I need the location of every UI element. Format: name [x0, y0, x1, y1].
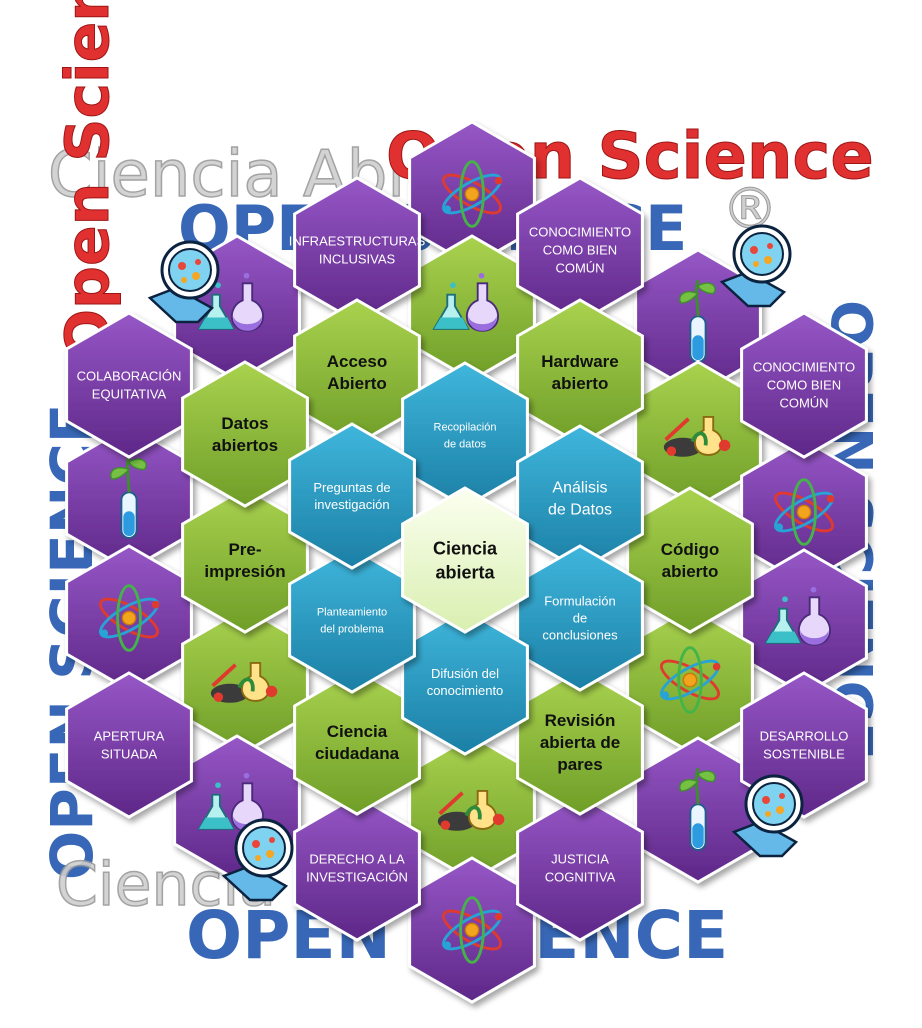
center-hex: [401, 486, 529, 634]
petri-dish-magnifier-icon: [147, 240, 220, 324]
plant-test-tube-icon: [679, 279, 716, 363]
atom-icon: [99, 584, 160, 652]
watermark-red-open-science-vertical: Open Science: [53, 0, 123, 360]
lab-tools-icon: [210, 661, 278, 703]
lab-tools-icon: [663, 415, 731, 457]
inner-hex-recopilacion: [401, 361, 529, 509]
outer-hex-bien-comun-2: [740, 311, 868, 459]
middle-hex-acceso-shape: [293, 298, 421, 446]
middle-hex-acceso: [293, 298, 421, 446]
plant-test-tube-icon: [679, 767, 716, 851]
middle-hex-ciudadana-shape: [293, 668, 421, 816]
outer-hex-colaboracion: [65, 311, 193, 459]
outer-hex-apertura: [65, 671, 193, 819]
inner-hex-preguntas: [288, 422, 416, 570]
middle-hex-hardware: [516, 298, 644, 446]
lab-flasks-icon: [764, 586, 831, 646]
center-hex-shape: [401, 486, 529, 634]
petri-dish-magnifier-icon: [719, 224, 792, 308]
plant-test-tube-icon: [110, 455, 147, 539]
lab-tools-icon: [437, 789, 505, 831]
middle-label-preimpresion: Pre-impresión: [204, 540, 285, 581]
inner-hex-recopilacion-shape: [401, 361, 529, 509]
middle-hex-datos-shape: [181, 360, 309, 508]
middle-hex-codigo: [626, 486, 754, 634]
outer-hex-derecho: [293, 794, 421, 942]
outer-hex-bien-comun-2-shape: [740, 311, 868, 459]
outer-hex-derecho-shape: [293, 794, 421, 942]
outer-hex-justicia-shape: [516, 794, 644, 942]
petri-dish-magnifier-icon: [731, 774, 804, 858]
petri-dish-magnifier-icon: [221, 818, 294, 902]
decorative-icons: [147, 224, 804, 902]
middle-hex-hardware-shape: [516, 298, 644, 446]
inner-hex-preguntas-shape: [288, 422, 416, 570]
watermark-gray-ciencia-bottom: Ciencia: [56, 850, 276, 920]
middle-hex-ciudadana: [293, 668, 421, 816]
outer-hex-justicia: [516, 794, 644, 942]
middle-hex-codigo-shape: [626, 486, 754, 634]
outer-hex-colaboracion-shape: [65, 311, 193, 459]
outer-hex-apertura-shape: [65, 671, 193, 819]
middle-hex-datos: [181, 360, 309, 508]
lab-flasks-icon: [197, 272, 264, 332]
lab-flasks-icon: [197, 772, 264, 832]
lab-flasks-icon: [432, 272, 499, 332]
